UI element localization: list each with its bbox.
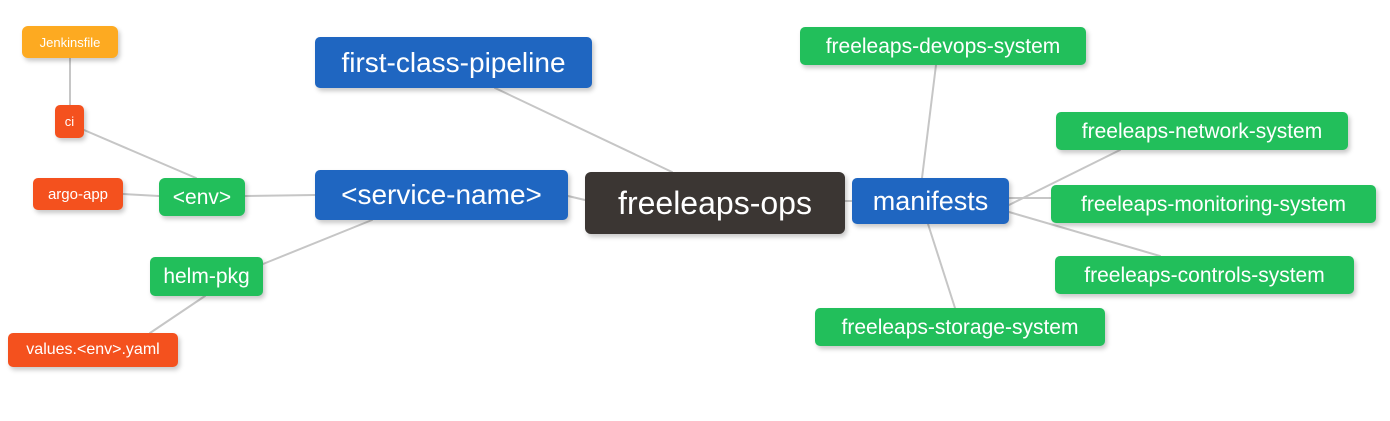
edge-argo-app-to-env [122, 193, 160, 197]
edge-service-name-to-freeleaps-ops [567, 195, 586, 201]
node-argo-app[interactable]: argo-app [33, 178, 123, 210]
node-values-yaml[interactable]: values.<env>.yaml [8, 333, 178, 367]
node-label-helm-pkg: helm-pkg [163, 265, 250, 288]
edge-ci-to-env [83, 129, 197, 179]
edge-first-class-pipeline-to-freeleaps-ops [494, 87, 673, 173]
node-freeleaps-monitoring-system[interactable]: freeleaps-monitoring-system [1051, 185, 1376, 223]
node-first-class-pipeline[interactable]: first-class-pipeline [315, 37, 592, 88]
node-label-env: <env> [172, 185, 232, 209]
node-env[interactable]: <env> [159, 178, 245, 216]
edge-env-to-service-name [244, 194, 316, 197]
node-label-ci: ci [64, 114, 75, 129]
node-label-first-class-pipeline: first-class-pipeline [341, 46, 566, 78]
node-freeleaps-storage-system[interactable]: freeleaps-storage-system [815, 308, 1105, 346]
node-manifests[interactable]: manifests [852, 178, 1009, 224]
node-service-name[interactable]: <service-name> [315, 170, 568, 220]
node-jenkinsfile[interactable]: Jenkinsfile [22, 26, 118, 58]
edge-helm-pkg-to-service-name [262, 219, 373, 265]
node-label-freeleaps-ops: freeleaps-ops [618, 185, 812, 221]
edge-manifests-to-freeleaps-devops-system [921, 64, 937, 179]
node-label-freeleaps-storage-system: freeleaps-storage-system [841, 315, 1079, 339]
node-label-jenkinsfile: Jenkinsfile [39, 34, 101, 50]
node-ci[interactable]: ci [55, 105, 84, 138]
node-label-service-name: <service-name> [341, 179, 542, 210]
node-freeleaps-devops-system[interactable]: freeleaps-devops-system [800, 27, 1086, 65]
node-freeleaps-network-system[interactable]: freeleaps-network-system [1056, 112, 1348, 150]
edge-manifests-to-freeleaps-storage-system [927, 223, 956, 309]
node-freeleaps-controls-system[interactable]: freeleaps-controls-system [1055, 256, 1354, 294]
node-label-freeleaps-network-system: freeleaps-network-system [1081, 119, 1323, 143]
edge-values-yaml-to-helm-pkg [149, 295, 206, 334]
node-helm-pkg[interactable]: helm-pkg [150, 257, 263, 296]
node-label-freeleaps-monitoring-system: freeleaps-monitoring-system [1081, 192, 1346, 216]
node-label-freeleaps-controls-system: freeleaps-controls-system [1084, 263, 1325, 287]
node-label-values-yaml: values.<env>.yaml [26, 341, 160, 358]
node-freeleaps-ops[interactable]: freeleaps-ops [585, 172, 845, 234]
node-label-argo-app: argo-app [47, 185, 109, 203]
node-label-manifests: manifests [872, 185, 989, 216]
node-label-freeleaps-devops-system: freeleaps-devops-system [825, 34, 1061, 58]
